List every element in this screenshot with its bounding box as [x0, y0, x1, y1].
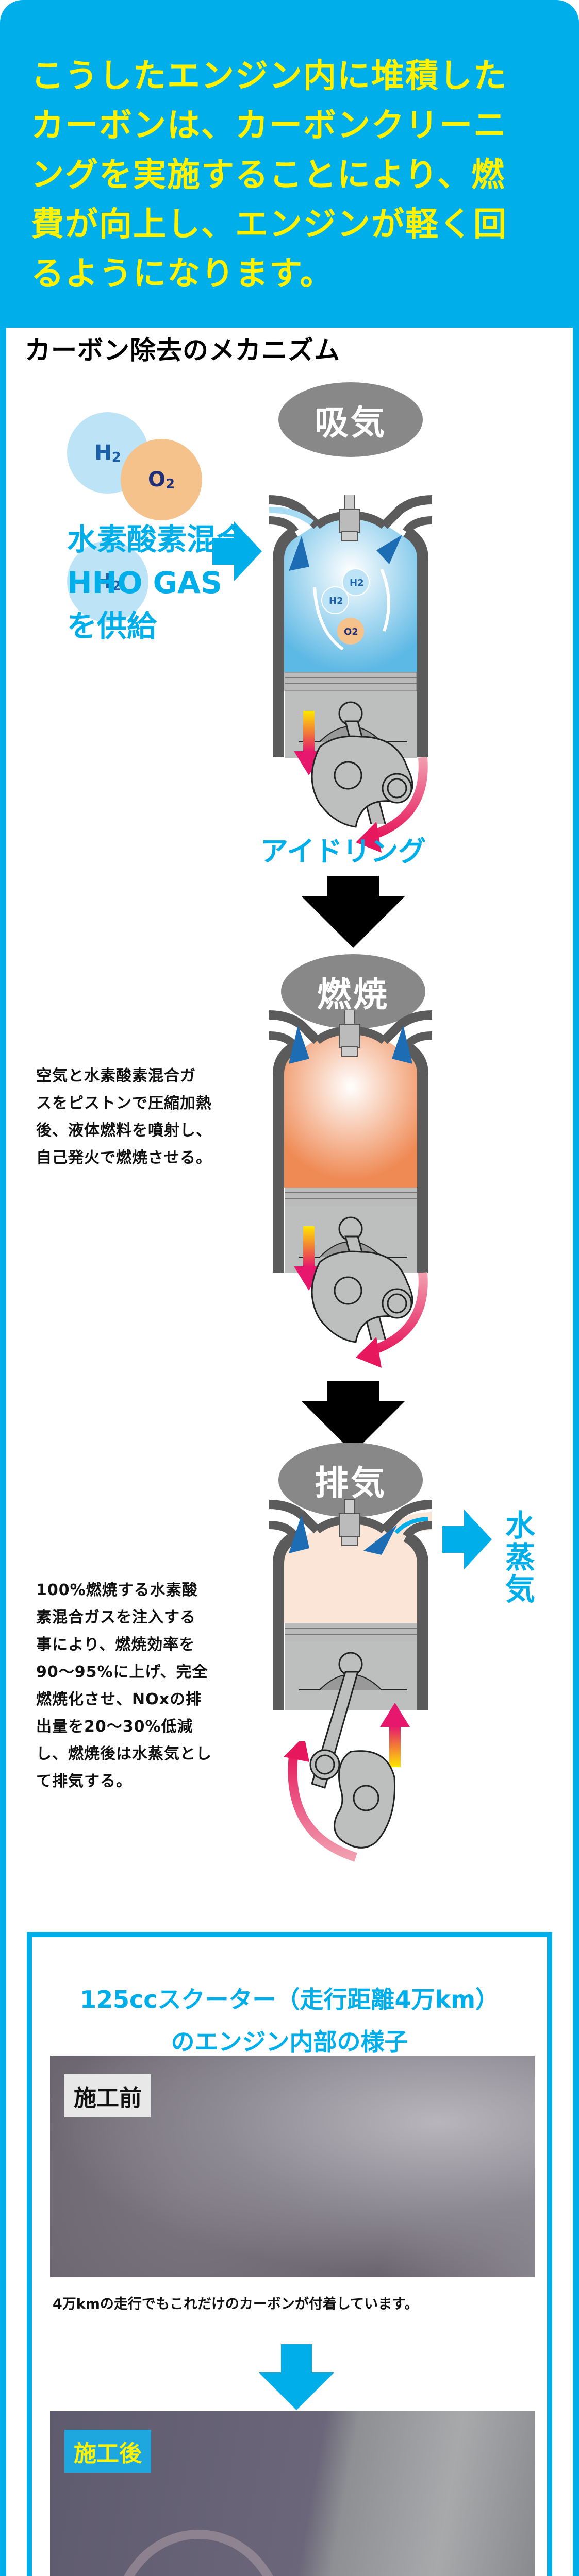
combustion-label-text: 燃焼	[317, 974, 389, 1014]
piston-residue-ring	[112, 2530, 285, 2576]
description-line: 出量を20〜30%低減	[36, 1718, 193, 1736]
description-line: 100%燃焼する水素酸	[36, 1581, 198, 1599]
description-line: 90〜95%に上げ、完全	[36, 1663, 208, 1681]
exhaust-description: 100%燃焼する水素酸 素混合ガスを注入する 事により、燃焼効率を 90〜95%…	[36, 1577, 253, 1795]
description-line: し、燃焼後は水蒸気とし	[36, 1745, 212, 1763]
description-line: 空気と水素酸素混合ガ	[36, 1067, 196, 1085]
molecule-subscript: 2	[111, 449, 121, 465]
headline: こうしたエンジン内に堆積した カーボンは、カーボンクリーニ ングを実施することに…	[31, 52, 552, 299]
headline-line: カーボンは、カーボンクリーニ	[31, 107, 507, 145]
exhaust-label-text: 排気	[315, 1463, 387, 1503]
headline-line: るようになります。	[31, 255, 334, 293]
molecule-symbol: O	[147, 467, 166, 492]
exhaust-crank-diagram	[284, 1741, 396, 1862]
down-arrow-icon	[302, 876, 405, 948]
description-line: 自己発火で燃焼させる。	[36, 1149, 212, 1167]
intake-arrow-icon	[212, 521, 262, 581]
intake-label: 吸気	[278, 382, 423, 457]
before-caption: 4万kmの走行でもこれだけのカーボンが付着しています。	[53, 2296, 419, 2312]
svg-text:H2: H2	[329, 596, 343, 606]
photos-title-line: 125ccスクーター（走行距離4万km）	[79, 1986, 500, 2013]
intake-crank-diagram	[311, 735, 428, 853]
combustion-description: 空気と水素酸素混合ガ スをピストンで圧縮加熱 後、液体燃料を噴射し、 自己発火で…	[36, 1062, 242, 1172]
description-line: 後、液体燃料を噴射し、	[36, 1122, 212, 1140]
headline-line: 費が向上し、エンジンが軽く回	[31, 206, 507, 244]
intake-label-text: 吸気	[315, 402, 387, 443]
before-photo: 施工前	[50, 2056, 535, 2277]
supply-line: を供給	[67, 608, 157, 643]
photos-title-line: のエンジン内部の様子	[171, 2028, 408, 2056]
svg-text:O2: O2	[344, 626, 358, 637]
molecule-symbol: H	[94, 440, 112, 465]
description-line: て排気する。	[36, 1772, 132, 1790]
exhaust-label: 排気	[278, 1443, 423, 1517]
description-line: スをピストンで圧縮加熱	[36, 1094, 212, 1112]
down-arrow-icon	[259, 2344, 334, 2410]
exhaust-engine-diagram	[269, 1499, 433, 1789]
hho-supply-text: 水素酸素混合 HHO GAS を供給	[67, 518, 246, 648]
oxygen-molecule: O2	[121, 439, 202, 520]
headline-line: こうしたエンジン内に堆積した	[31, 57, 507, 95]
idling-label: アイドリング	[260, 835, 426, 868]
svg-text:H2: H2	[350, 578, 364, 588]
supply-line: HHO GAS	[67, 565, 222, 600]
photos-title: 125ccスクーター（走行距離4万km） のエンジン内部の様子	[32, 1978, 547, 2063]
after-photo: 施工後	[50, 2411, 535, 2576]
description-line: 素混合ガスを注入する	[36, 1608, 196, 1626]
down-arrow-icon	[302, 1381, 405, 1453]
exhaust-arrow-icon	[442, 1510, 492, 1569]
headline-line: ングを実施することにより、燃	[31, 156, 506, 194]
description-line: 燃焼化させ、NOxの排	[36, 1690, 202, 1708]
hydrogen-molecule: H2	[67, 541, 148, 622]
after-tag: 施工後	[64, 2430, 151, 2473]
steam-label: 水蒸気	[500, 1510, 535, 1605]
combustion-crank-diagram	[311, 1250, 428, 1368]
engine-photos-section: 125ccスクーター（走行距離4万km） のエンジン内部の様子 施工前 4万km…	[27, 1932, 552, 2576]
molecule-subscript: 2	[111, 578, 121, 594]
molecule-symbol: H	[94, 569, 112, 594]
before-tag: 施工前	[64, 2074, 151, 2117]
section-title: カーボン除去のメカニズム	[25, 335, 340, 365]
supply-line: 水素酸素混合	[67, 522, 247, 557]
description-line: 事により、燃焼効率を	[36, 1636, 195, 1654]
molecule-subscript: 2	[165, 476, 175, 492]
